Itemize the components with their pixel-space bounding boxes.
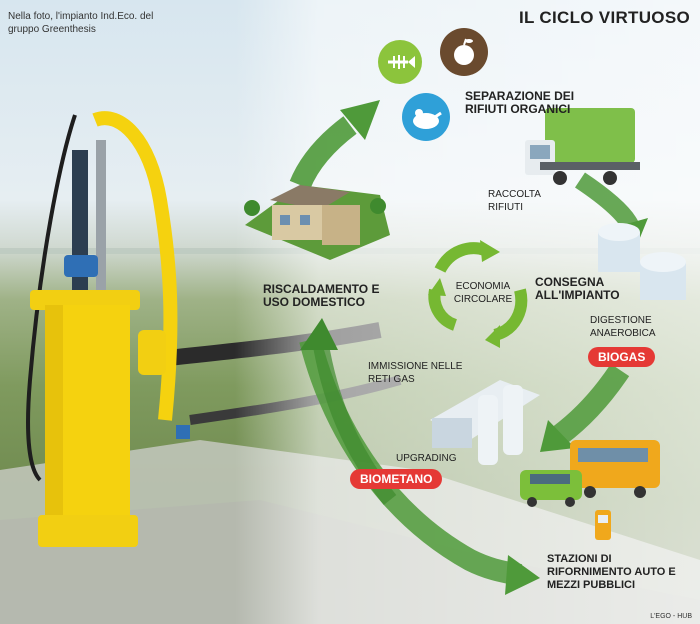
label-collection: Raccolta rifiuti: [488, 189, 541, 213]
chicken-icon: [402, 93, 450, 141]
diagram-panel: [235, 0, 700, 624]
biomethane-badge: BIOMETANO: [350, 469, 443, 489]
apple-icon: [440, 28, 488, 76]
label-separation: SEPARAZIONE DEI RIFIUTI ORGANICI: [465, 89, 575, 116]
label-circular-economy: ECONOMIA CIRCOLARE: [453, 281, 513, 305]
label-injection: Immissione nelle reti gas: [368, 361, 463, 385]
label-delivery: CONSEGNA ALL'IMPIANTO: [535, 275, 620, 302]
biogas-badge: BIOGAS: [588, 347, 656, 367]
label-stations: STAZIONI DI RIFORNIMENTO AUTO E MEZZI PU…: [547, 553, 676, 591]
photo-caption: Nella foto, l'impianto Ind.Eco. del grup…: [8, 11, 154, 35]
label-upgrading: Upgrading: [396, 453, 457, 464]
credit: L'EGO - HUB: [650, 613, 692, 620]
infographic-title: IL CICLO VIRTUOSO: [518, 8, 690, 27]
fish-bone-icon: [378, 40, 422, 84]
label-digestion: Digestione anaerobica: [590, 315, 656, 339]
label-heating: RISCALDAMENTO E USO DOMESTICO: [263, 282, 380, 309]
